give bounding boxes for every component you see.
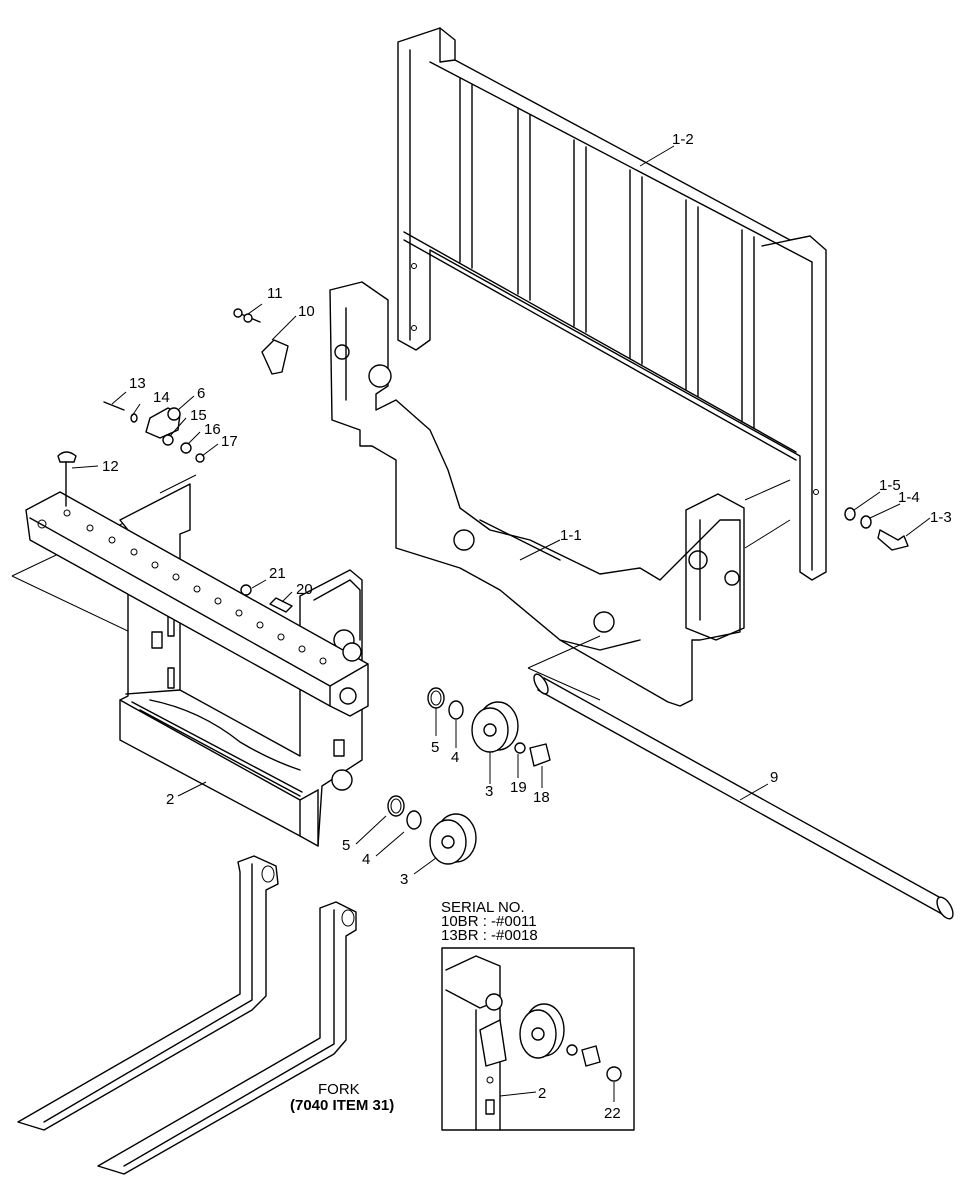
callout-9: 9 bbox=[770, 769, 778, 786]
callout-1-4: 1-4 bbox=[898, 489, 920, 506]
callout-1-2: 1-2 bbox=[672, 131, 694, 148]
callout-6: 6 bbox=[197, 385, 205, 402]
fork-item-ref: (7040 ITEM 31) bbox=[290, 1097, 394, 1114]
callout-15: 15 bbox=[190, 407, 207, 424]
fork-bar bbox=[25, 491, 369, 717]
serial-note: SERIAL NO. 10BR : -#0011 13BR : -#0018 bbox=[441, 899, 538, 944]
callout-1-3: 1-3 bbox=[930, 509, 952, 526]
hardware-parts bbox=[57, 308, 909, 865]
fork-note: FORK (7040 ITEM 31) bbox=[290, 1081, 394, 1114]
callout-13: 13 bbox=[129, 375, 146, 392]
callout-22: 22 bbox=[604, 1105, 621, 1122]
forks bbox=[17, 855, 357, 1175]
callout-5-lower: 5 bbox=[342, 837, 350, 854]
callout-19: 19 bbox=[510, 779, 527, 796]
shaft bbox=[533, 673, 954, 920]
callout-17: 17 bbox=[221, 433, 238, 450]
callout-2: 2 bbox=[166, 791, 174, 808]
callout-4-upper: 4 bbox=[451, 749, 459, 766]
fork-label: FORK bbox=[318, 1081, 360, 1098]
callout-10: 10 bbox=[298, 303, 315, 320]
callout-12: 12 bbox=[102, 458, 119, 475]
callout-2-inset: 2 bbox=[538, 1085, 546, 1102]
callout-1-5: 1-5 bbox=[879, 477, 901, 494]
callout-labels: 11 10 1-2 13 14 6 15 16 17 12 1-1 1-5 1-… bbox=[102, 131, 952, 1122]
serial-line-13br: 13BR : -#0018 bbox=[441, 927, 538, 944]
leader-lines bbox=[71, 145, 931, 1102]
callout-18: 18 bbox=[533, 789, 550, 806]
callout-20: 20 bbox=[296, 581, 313, 598]
callout-14: 14 bbox=[153, 389, 170, 406]
load-backrest bbox=[397, 27, 827, 581]
carriage-frame bbox=[329, 281, 745, 707]
callout-11: 11 bbox=[267, 285, 283, 302]
callout-1-1: 1-1 bbox=[560, 527, 582, 544]
callout-3-lower: 3 bbox=[400, 871, 408, 888]
serial-title: SERIAL NO. bbox=[441, 899, 525, 916]
callout-3-upper: 3 bbox=[485, 783, 493, 800]
serial-line-10br: 10BR : -#0011 bbox=[441, 913, 537, 930]
callout-4-lower: 4 bbox=[362, 851, 370, 868]
callout-5-upper: 5 bbox=[431, 739, 439, 756]
callout-16: 16 bbox=[204, 421, 221, 438]
inset-detail bbox=[441, 947, 635, 1131]
callout-21: 21 bbox=[269, 565, 286, 582]
